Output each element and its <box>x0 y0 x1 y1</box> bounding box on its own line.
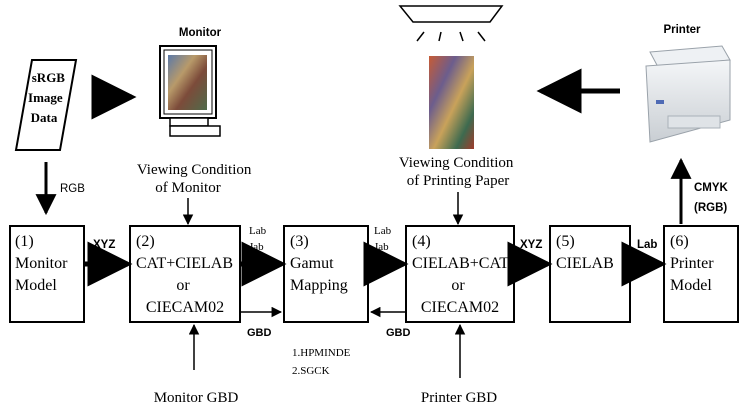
gamut-methods-list: 1.HPMINDE 2.SGCK <box>292 347 353 377</box>
source-line-2: Image <box>28 90 63 105</box>
printer-gbd-label: Printer GBD <box>421 390 497 406</box>
block-2-cat-cielab: (2) CAT+CIELAB or CIECAM02 <box>129 225 241 323</box>
srgb-image-data-shape: sRGB Image Data <box>14 59 78 151</box>
print-lamp-illustration <box>398 5 504 149</box>
block-5-cielab: (5) CIELAB <box>549 225 631 323</box>
svg-text:(2) CAT+CIELAB or: (2) CAT+CIELAB or CIECAM02 <box>136 233 237 316</box>
svg-text:(1) Monitor Model: (1) Monitor Model <box>15 233 71 294</box>
xyz-label-4-5: XYZ <box>520 239 542 251</box>
source-line-3: Data <box>31 110 58 125</box>
gbd-label-2-3: GBD <box>247 327 272 339</box>
svg-text:(5) CIELAB: (5) CIELAB <box>556 233 614 272</box>
block-1-monitor-model: (1) Monitor Model <box>9 225 85 323</box>
gbd-label-4-3: GBD <box>386 327 411 339</box>
svg-text:(6) Printer Model: (6) Printer Model <box>670 233 718 294</box>
svg-text:sRGB Image Data: sRGB Image Data <box>28 70 68 125</box>
monitor-gbd-label: Monitor GBD <box>154 390 239 406</box>
source-line-1: sRGB <box>32 70 66 85</box>
xyz-label-1: XYZ <box>93 239 115 251</box>
svg-text:(4) CIELAB+CAT or: (4) CIELAB+CAT or CIECAM02 <box>412 233 513 316</box>
cmyk-output-label: CMYK (RGB) <box>694 182 731 214</box>
block-4-cielab-cat: (4) CIELAB+CAT or CIECAM02 <box>405 225 515 323</box>
printed-image <box>429 56 474 149</box>
monitor-screen-image <box>168 55 207 110</box>
monitor-label: Monitor <box>179 27 222 39</box>
lab-jab-label-2-3: Lab Jab <box>249 225 269 253</box>
svg-text:(3) Gamut Mapping: (3) Gamut Mapping <box>290 233 348 294</box>
block-3-gamut-mapping: (3) Gamut Mapping <box>283 225 369 323</box>
lab-jab-label-3-4: Lab Jab <box>374 225 394 253</box>
rgb-input-label: RGB <box>60 183 85 195</box>
lab-label-5-6: Lab <box>637 239 657 251</box>
viewing-condition-monitor: Viewing Condition of Monitor <box>137 162 255 196</box>
printer-label: Printer <box>663 24 701 36</box>
printer-illustration: Printer <box>645 24 731 143</box>
viewing-condition-paper: Viewing Condition of Printing Paper <box>399 155 517 189</box>
monitor-illustration: Monitor <box>159 27 222 137</box>
block-6-printer-model: (6) Printer Model <box>663 225 739 323</box>
